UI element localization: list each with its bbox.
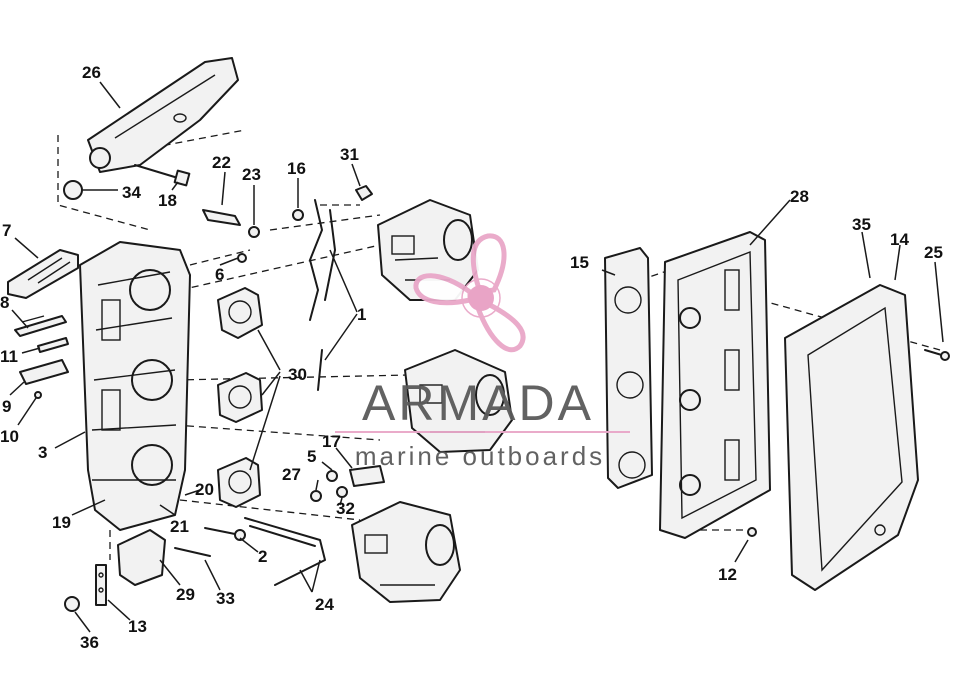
callout-27: 27 [282, 465, 301, 484]
watermark-tagline-text: marine outboards [355, 441, 605, 471]
callout-numbers: 1 2 3 5 6 7 8 9 10 11 12 13 14 15 16 17 … [0, 63, 943, 652]
callout-26: 26 [82, 63, 101, 82]
callout-11: 11 [0, 347, 18, 366]
callout-7: 7 [2, 221, 11, 240]
carburetor-bottom [351, 501, 461, 603]
part-14-outer-cover [784, 284, 919, 591]
part-30-gaskets [217, 287, 263, 508]
part-5-washer [326, 470, 338, 482]
part-22-clip [202, 209, 241, 226]
callout-25: 25 [924, 243, 943, 262]
callout-19: 19 [52, 513, 71, 532]
part-25-bolt [924, 349, 950, 361]
part-33-bolt [174, 547, 211, 557]
part-9-gasket [19, 359, 69, 385]
watermark-brand-text: ARMADA [362, 375, 594, 431]
part-28-cover-plate [659, 231, 771, 539]
leader-lines [9, 81, 944, 633]
callout-1: 1 [357, 305, 366, 324]
callout-13: 13 [128, 617, 147, 636]
part-11-stop [37, 337, 69, 353]
callout-8: 8 [0, 293, 9, 312]
callout-31: 31 [340, 145, 359, 164]
part-27-screw [310, 490, 322, 502]
part-32-nut [336, 486, 348, 498]
propeller-icon [413, 233, 526, 353]
part-7-reed-plate [7, 249, 79, 299]
part-29-mount [117, 529, 166, 586]
callout-17: 17 [322, 432, 341, 451]
callout-14: 14 [890, 230, 909, 249]
part-36-screw [64, 596, 80, 612]
part-12-screw [747, 527, 757, 537]
callout-3: 3 [38, 443, 47, 462]
part-15-gasket [604, 247, 653, 489]
part-26-bracket [87, 57, 239, 173]
part-23-screw [248, 226, 260, 238]
callout-23: 23 [242, 165, 261, 184]
watermark-logo: ARMADA marine outboards [335, 233, 630, 471]
callout-35: 35 [852, 215, 871, 234]
callout-29: 29 [176, 585, 195, 604]
part-13-plate [95, 564, 107, 606]
callout-20: 20 [195, 480, 214, 499]
callout-24: 24 [315, 595, 334, 614]
callout-22: 22 [212, 153, 231, 172]
callout-33: 33 [216, 589, 235, 608]
part-2-screw [204, 527, 246, 541]
part-16-bushing [292, 209, 304, 221]
callout-16: 16 [287, 159, 306, 178]
callout-15: 15 [570, 253, 589, 272]
part-18-bolt [134, 164, 191, 187]
callout-9: 9 [2, 397, 11, 416]
callout-32: 32 [336, 499, 355, 518]
part-34-washer [63, 180, 83, 200]
callout-36: 36 [80, 633, 99, 652]
callout-28: 28 [790, 187, 809, 206]
part-8-reed [14, 315, 67, 337]
callout-30: 30 [288, 365, 307, 384]
part-6-screw [237, 253, 247, 263]
part-10-screw [34, 391, 42, 399]
part-3-manifold [79, 241, 191, 531]
callout-12: 12 [718, 565, 737, 584]
part-31-nut [355, 185, 373, 201]
alignment-lines [57, 129, 941, 560]
callout-5: 5 [307, 447, 316, 466]
part-24-hose [244, 517, 326, 586]
callout-21: 21 [170, 517, 189, 536]
part-17-bracket [349, 465, 385, 487]
part-1-linkage [309, 199, 336, 391]
callout-6: 6 [215, 265, 224, 284]
callout-2: 2 [258, 547, 267, 566]
callout-18: 18 [158, 191, 177, 210]
callout-34: 34 [122, 183, 141, 202]
callout-10: 10 [0, 427, 19, 446]
